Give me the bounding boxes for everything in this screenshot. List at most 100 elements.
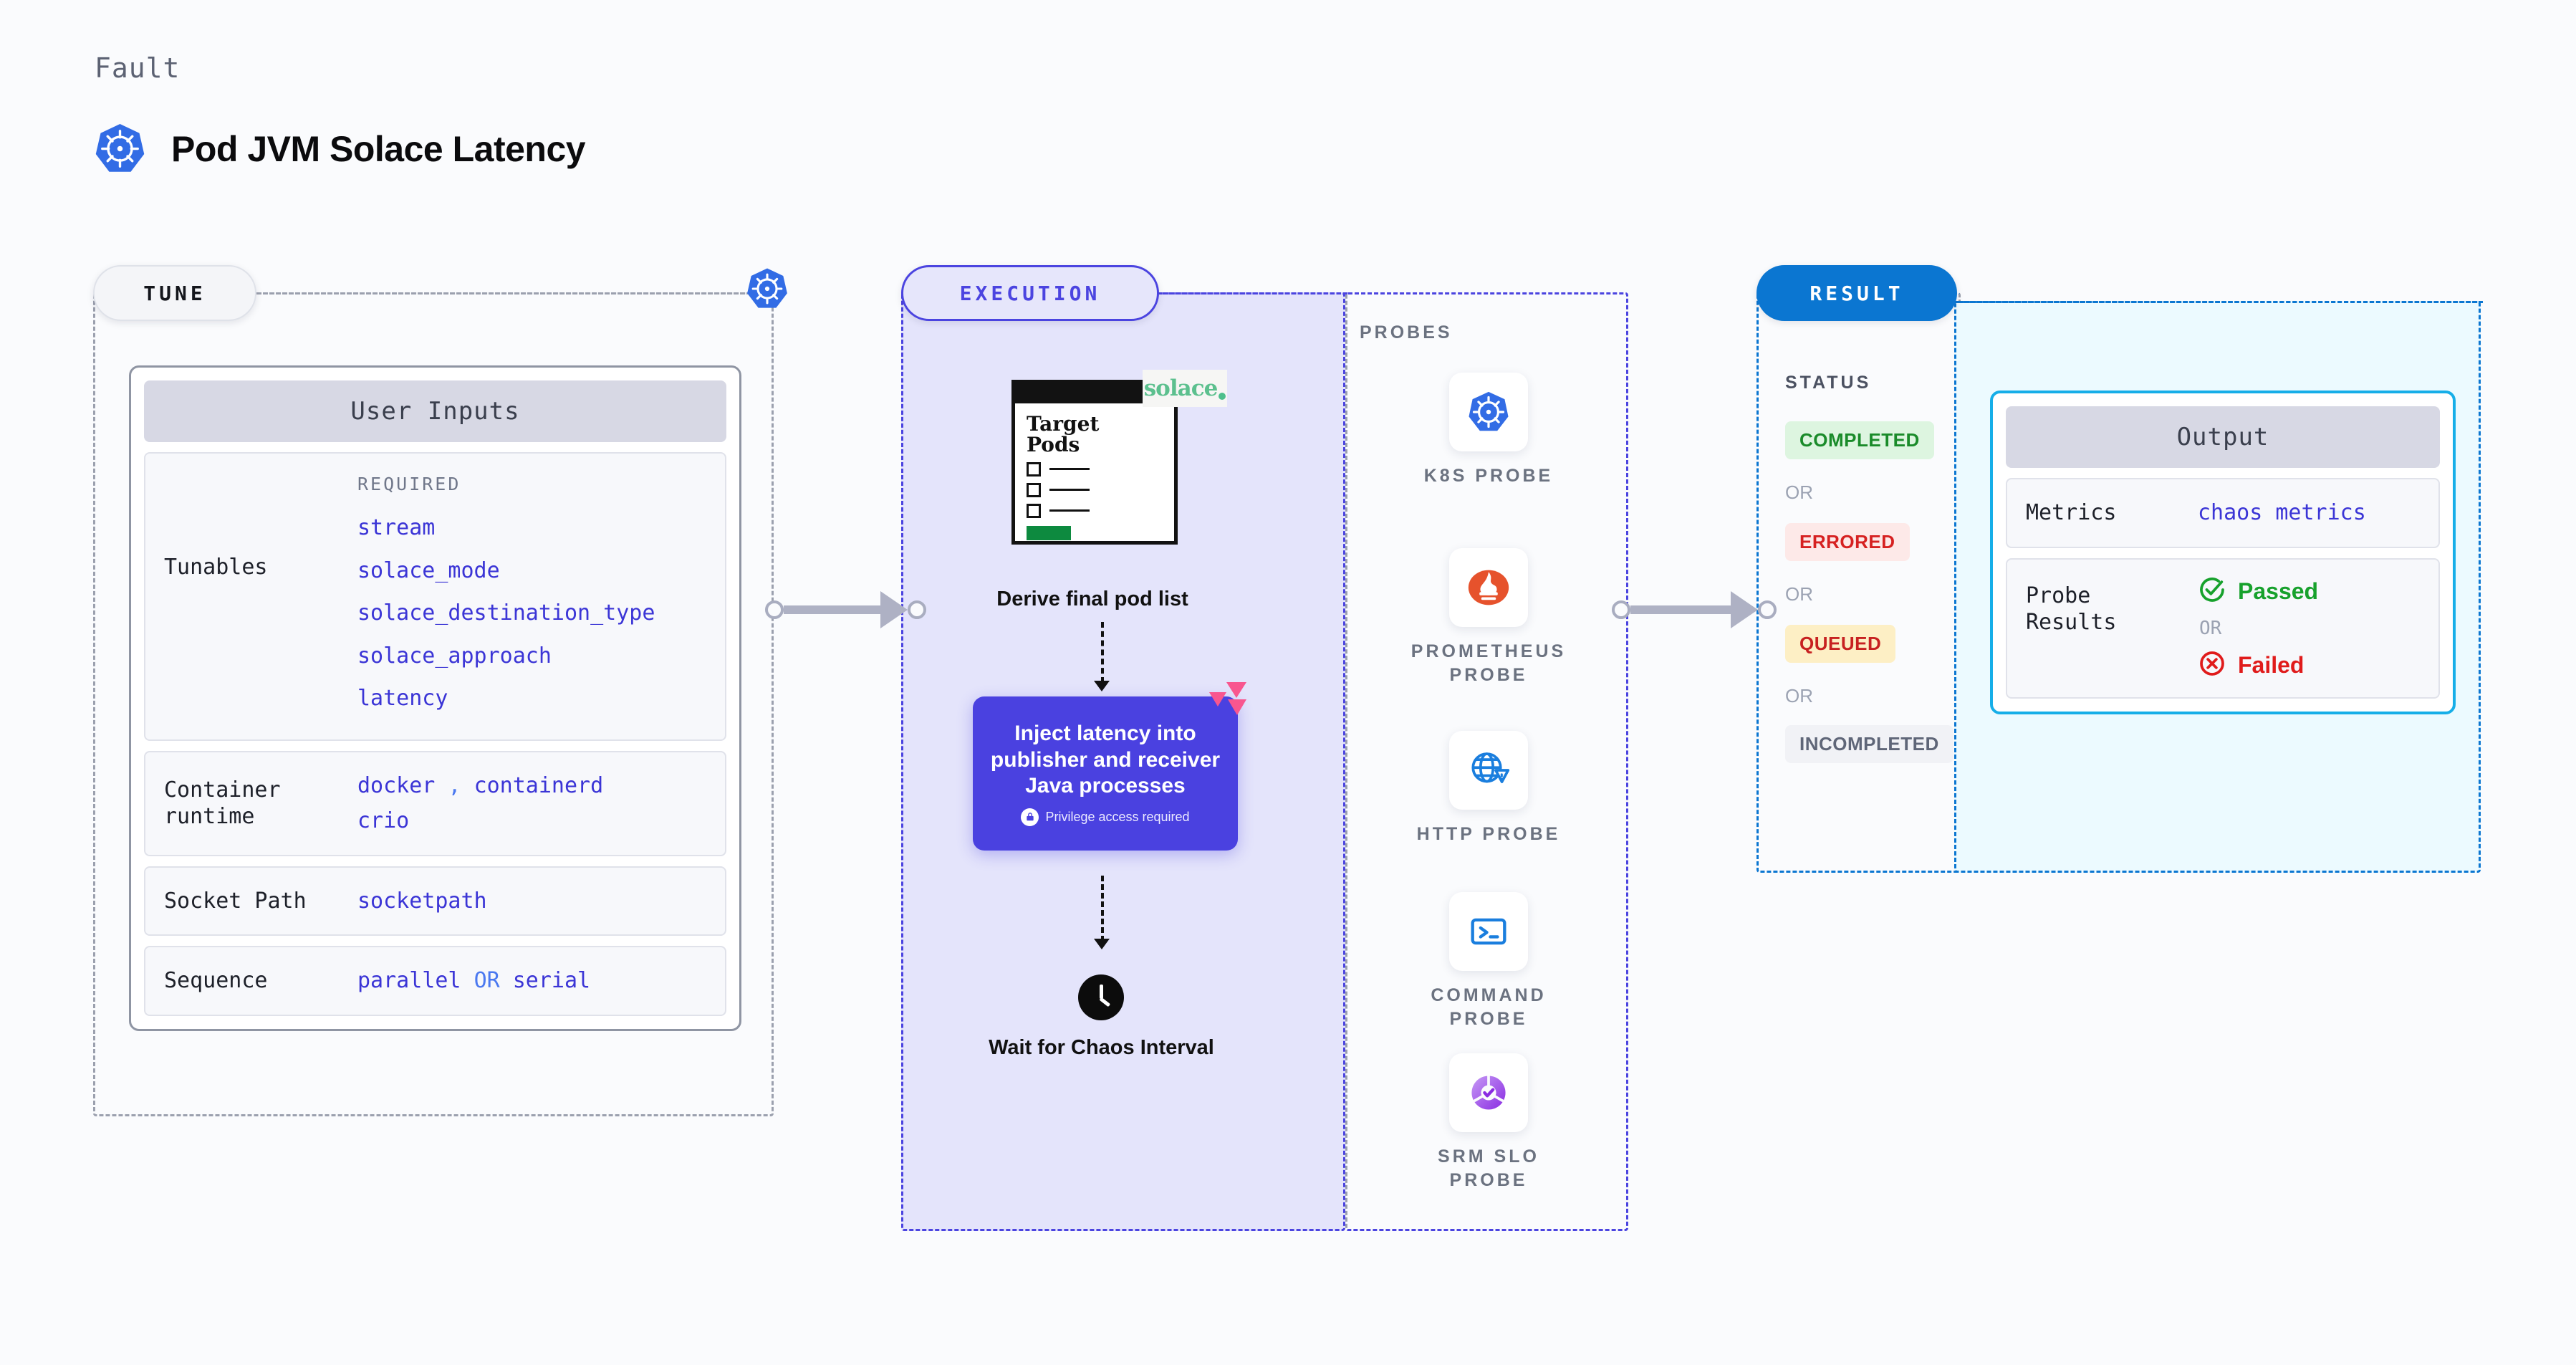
required-label: REQUIRED <box>357 474 461 494</box>
fault-eyebrow-label: Fault <box>95 52 181 84</box>
runtime-containerd[interactable]: containerd <box>474 772 604 798</box>
clock-icon <box>1078 974 1124 1020</box>
tunable-item[interactable]: solace_approach <box>357 643 552 669</box>
tune-dashed-connector <box>256 292 751 294</box>
kubernetes-icon <box>93 122 147 176</box>
litmus-chaos-icon <box>1208 681 1248 717</box>
metrics-row: Metrics chaos metrics <box>2006 478 2440 548</box>
stage-pill-tune[interactable]: TUNE <box>93 265 256 321</box>
tunable-item[interactable]: solace_mode <box>357 557 500 583</box>
sequence-parallel[interactable]: parallel <box>357 968 461 994</box>
probe-item-prometheus[interactable]: PROMETHEUS PROBE <box>1395 548 1582 686</box>
probes-section-title: PROBES <box>1360 322 1453 343</box>
checkbox-icon <box>1027 482 1041 497</box>
flow-arrow-line <box>1101 876 1104 942</box>
privilege-note: Privilege access required <box>1021 808 1190 826</box>
output-card-title: Output <box>2006 406 2440 468</box>
connector-end-dot <box>908 600 926 619</box>
checkbox-icon <box>1027 503 1041 518</box>
probe-item-command[interactable]: COMMAND PROBE <box>1395 892 1582 1030</box>
check-circle-icon <box>2198 575 2226 608</box>
pod-list-item <box>1027 503 1163 518</box>
metrics-value[interactable]: chaos metrics <box>2198 500 2366 525</box>
connector-arrowhead <box>1731 591 1758 628</box>
checkbox-icon <box>1027 461 1041 476</box>
connector-execution-to-result <box>1612 591 1777 628</box>
probe-item-srm-slo[interactable]: SRM SLO PROBE <box>1395 1053 1582 1192</box>
user-inputs-title: User Inputs <box>144 380 726 442</box>
pod-list-item <box>1027 461 1163 476</box>
derive-pod-list-label: Derive final pod list <box>996 588 1188 610</box>
tunable-item[interactable]: solace_destination_type <box>357 600 655 626</box>
socket-path-row: Socket Path socketpath <box>144 866 726 937</box>
solace-logo-text: solace <box>1143 375 1219 401</box>
sequence-serial[interactable]: serial <box>512 968 591 994</box>
probe-results-row: Probe Results Passed OR <box>2006 557 2440 699</box>
tunables-values: REQUIRED stream solace_mode solace_desti… <box>357 469 655 724</box>
status-badge-queued: QUEUED <box>1785 625 1896 663</box>
probe-item-http[interactable]: HTTP PROBE <box>1395 731 1582 846</box>
runtime-crio[interactable]: crio <box>357 808 410 834</box>
slo-donut-icon <box>1449 1053 1528 1132</box>
user-inputs-card: User Inputs Tunables REQUIRED stream sol… <box>129 365 741 1031</box>
target-pods-title-line2: Pods <box>1027 433 1080 457</box>
stage-pill-result[interactable]: RESULT <box>1756 265 1957 321</box>
target-pods-title-line1: Target <box>1027 412 1100 436</box>
pod-list-item <box>1027 482 1163 497</box>
socket-path-label: Socket Path <box>164 888 307 914</box>
x-circle-icon <box>2198 649 2226 681</box>
kubernetes-icon <box>1449 373 1528 451</box>
privilege-note-text: Privilege access required <box>1045 809 1190 824</box>
probe-results-values: Passed OR Failed <box>2198 575 2318 681</box>
sequence-label: Sequence <box>164 968 268 994</box>
container-runtime-row: Container runtime docker , containerd cr… <box>144 750 726 856</box>
connector-tune-to-execution <box>765 591 926 628</box>
probe-result-passed: Passed <box>2198 575 2318 608</box>
connector-bar <box>784 605 882 614</box>
tunables-label: Tunables <box>164 555 268 580</box>
probe-results-label: Probe Results <box>2026 583 2117 636</box>
probe-label: PROMETHEUS PROBE <box>1410 641 1567 685</box>
status-badge-errored: ERRORED <box>1785 523 1910 561</box>
placeholder-line <box>1049 468 1090 471</box>
probe-result-failed: Failed <box>2198 649 2318 681</box>
probe-label: K8S PROBE <box>1423 466 1554 486</box>
wait-for-chaos-interval-label: Wait for Chaos Interval <box>989 1036 1214 1059</box>
status-badge-completed: COMPLETED <box>1785 421 1934 459</box>
kubernetes-icon <box>745 267 789 311</box>
placeholder-line <box>1049 489 1090 492</box>
status-or-label: OR <box>1785 583 1813 605</box>
connector-start-dot <box>1612 600 1630 619</box>
container-runtime-values: docker , containerd crio <box>357 768 603 839</box>
tunable-item[interactable]: stream <box>357 515 436 541</box>
runtime-docker[interactable]: docker <box>357 772 436 798</box>
probe-label: COMMAND PROBE <box>1431 985 1547 1029</box>
probe-result-or-label: OR <box>2199 617 2222 639</box>
globe-warning-icon <box>1449 731 1528 810</box>
inject-latency-text: Inject latency into publisher and receiv… <box>990 722 1221 798</box>
sequence-or: OR <box>474 968 500 994</box>
stage-pill-execution[interactable]: EXECUTION <box>901 265 1159 321</box>
connector-start-dot <box>765 600 784 619</box>
lock-icon <box>1021 808 1039 826</box>
execution-dashed-connector <box>1158 292 1347 294</box>
connector-bar <box>1630 605 1732 614</box>
passed-label: Passed <box>2238 578 2319 604</box>
failed-label: Failed <box>2238 651 2305 678</box>
terminal-icon <box>1449 892 1528 971</box>
runtime-separator: , <box>448 772 461 798</box>
output-card: Output Metrics chaos metrics Probe Resul… <box>1990 391 2456 714</box>
probe-item-k8s[interactable]: K8S PROBE <box>1395 373 1582 488</box>
status-badge-incompleted: INCOMPLETED <box>1785 725 1953 763</box>
document-green-bar <box>1027 525 1071 540</box>
connector-end-dot <box>1758 600 1777 619</box>
socket-path-value[interactable]: socketpath <box>357 888 487 914</box>
tunable-item[interactable]: latency <box>357 686 448 712</box>
container-runtime-label: Container runtime <box>164 777 281 830</box>
inject-latency-step[interactable]: Inject latency into publisher and receiv… <box>973 696 1238 851</box>
flow-arrowhead <box>1094 939 1110 949</box>
flow-arrow-line <box>1101 622 1104 683</box>
sequence-row: Sequence parallel OR serial <box>144 946 726 1016</box>
solace-logo: solace <box>1143 370 1227 407</box>
metrics-label: Metrics <box>2026 500 2117 525</box>
